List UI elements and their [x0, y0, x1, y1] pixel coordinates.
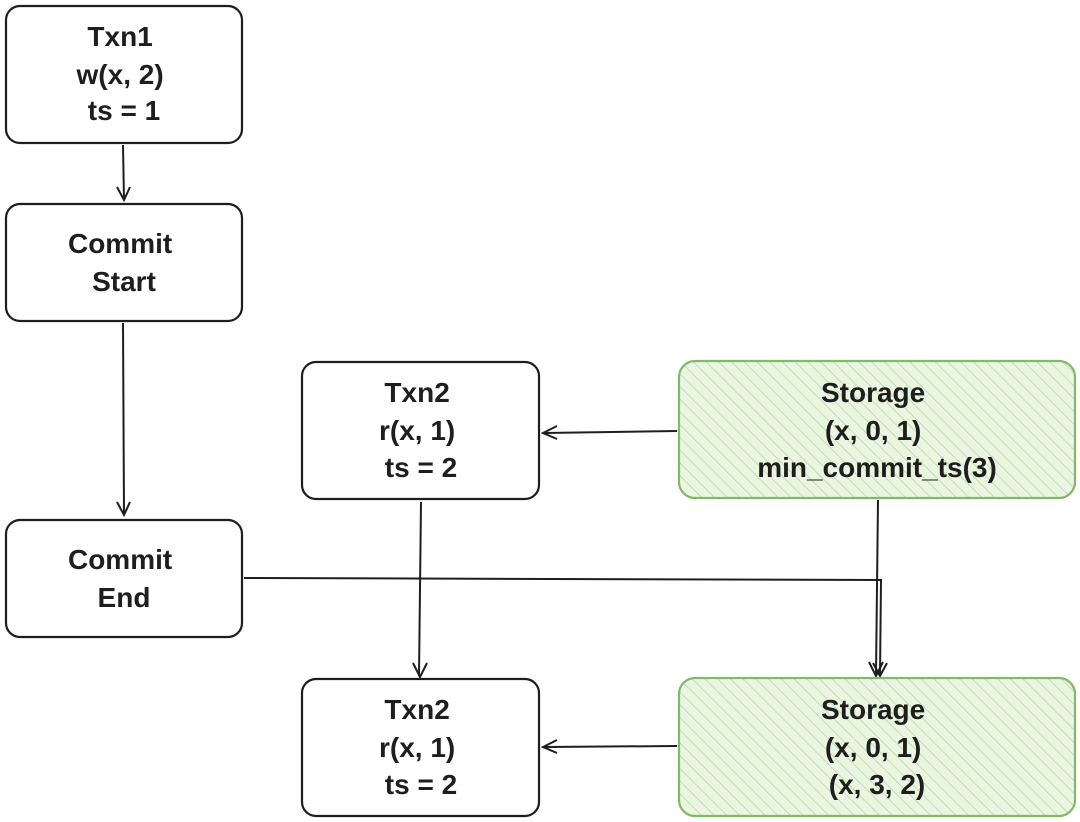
node-txn2-bottom: Txn2 r(x, 1) ts = 2	[300, 677, 541, 818]
svg-text:Storage (x, 0, 1): Storage (x, 0, 1) min_commit_ts(3)	[757, 377, 997, 483]
svg-text:Txn2 r(x, 1) ts =: Txn2 r(x, 1) ts = 2	[379, 694, 463, 800]
arrowhead-icon	[540, 425, 558, 440]
svg-text:Storage (x, 0, 1): Storage (x, 0, 1) (x, 3, 2)	[821, 694, 933, 800]
node-commit-start-line: Commit	[68, 228, 172, 259]
arrowhead-icon	[540, 739, 558, 754]
arrowhead-icon	[412, 662, 428, 680]
node-commit-end-line: Commit	[68, 544, 172, 575]
edge-commit-end-to-storage-bottom	[243, 577, 888, 679]
node-txn1-line: Txn1	[87, 21, 152, 52]
svg-text:Txn1 w(x, 2) ts =: Txn1 w(x, 2) ts = 1	[76, 21, 172, 126]
edge-storage-top-to-txn2-top	[540, 425, 678, 440]
node-storage-top-line: Storage	[821, 377, 925, 408]
node-storage-top-line: min_commit_ts(3)	[757, 452, 997, 483]
svg-text:Txn2 r(x, 1) ts =: Txn2 r(x, 1) ts = 2	[379, 377, 463, 483]
edge-commit-start-to-commit-end	[116, 322, 131, 518]
edge-txn2-top-to-txn2-bottom	[412, 501, 428, 680]
arrowhead-icon	[872, 662, 888, 679]
node-txn2-bottom-line: r(x, 1)	[379, 732, 455, 763]
node-txn2-top: Txn2 r(x, 1) ts = 2	[300, 360, 541, 501]
node-txn2-top-line: ts = 2	[385, 452, 457, 483]
node-txn1-line: w(x, 2)	[76, 59, 164, 90]
node-storage-bottom-line: Storage	[821, 694, 925, 725]
node-commit-end: Commit End	[4, 518, 244, 639]
svg-text:Commit Start: Commit Start	[68, 228, 180, 297]
node-commit-end-line: End	[98, 582, 151, 613]
node-txn2-bottom-line: Txn2	[384, 694, 449, 725]
arrowhead-icon	[116, 501, 131, 518]
node-txn1-line: ts = 1	[88, 95, 160, 126]
edge-txn1-to-commit-start	[116, 144, 131, 203]
edge-storage-bottom-to-txn2-bottom	[540, 739, 678, 754]
node-txn1: Txn1 w(x, 2) ts = 1	[4, 4, 244, 145]
node-storage-top: Storage (x, 0, 1) min_commit_ts(3)	[677, 359, 1077, 500]
svg-text:Commit End: Commit End	[68, 544, 180, 613]
node-commit-start-line: Start	[92, 266, 156, 297]
node-storage-top-line: (x, 0, 1)	[825, 415, 921, 446]
node-storage-bottom-line: (x, 0, 1)	[825, 732, 921, 763]
arrowhead-icon	[116, 186, 131, 203]
node-commit-start: Commit Start	[4, 202, 244, 323]
node-txn2-top-line: Txn2	[384, 377, 449, 408]
node-storage-bottom-line: (x, 3, 2)	[829, 769, 925, 800]
node-txn2-top-line: r(x, 1)	[379, 415, 455, 446]
node-storage-bottom: Storage (x, 0, 1) (x, 3, 2)	[677, 676, 1077, 818]
node-txn2-bottom-line: ts = 2	[385, 769, 457, 800]
